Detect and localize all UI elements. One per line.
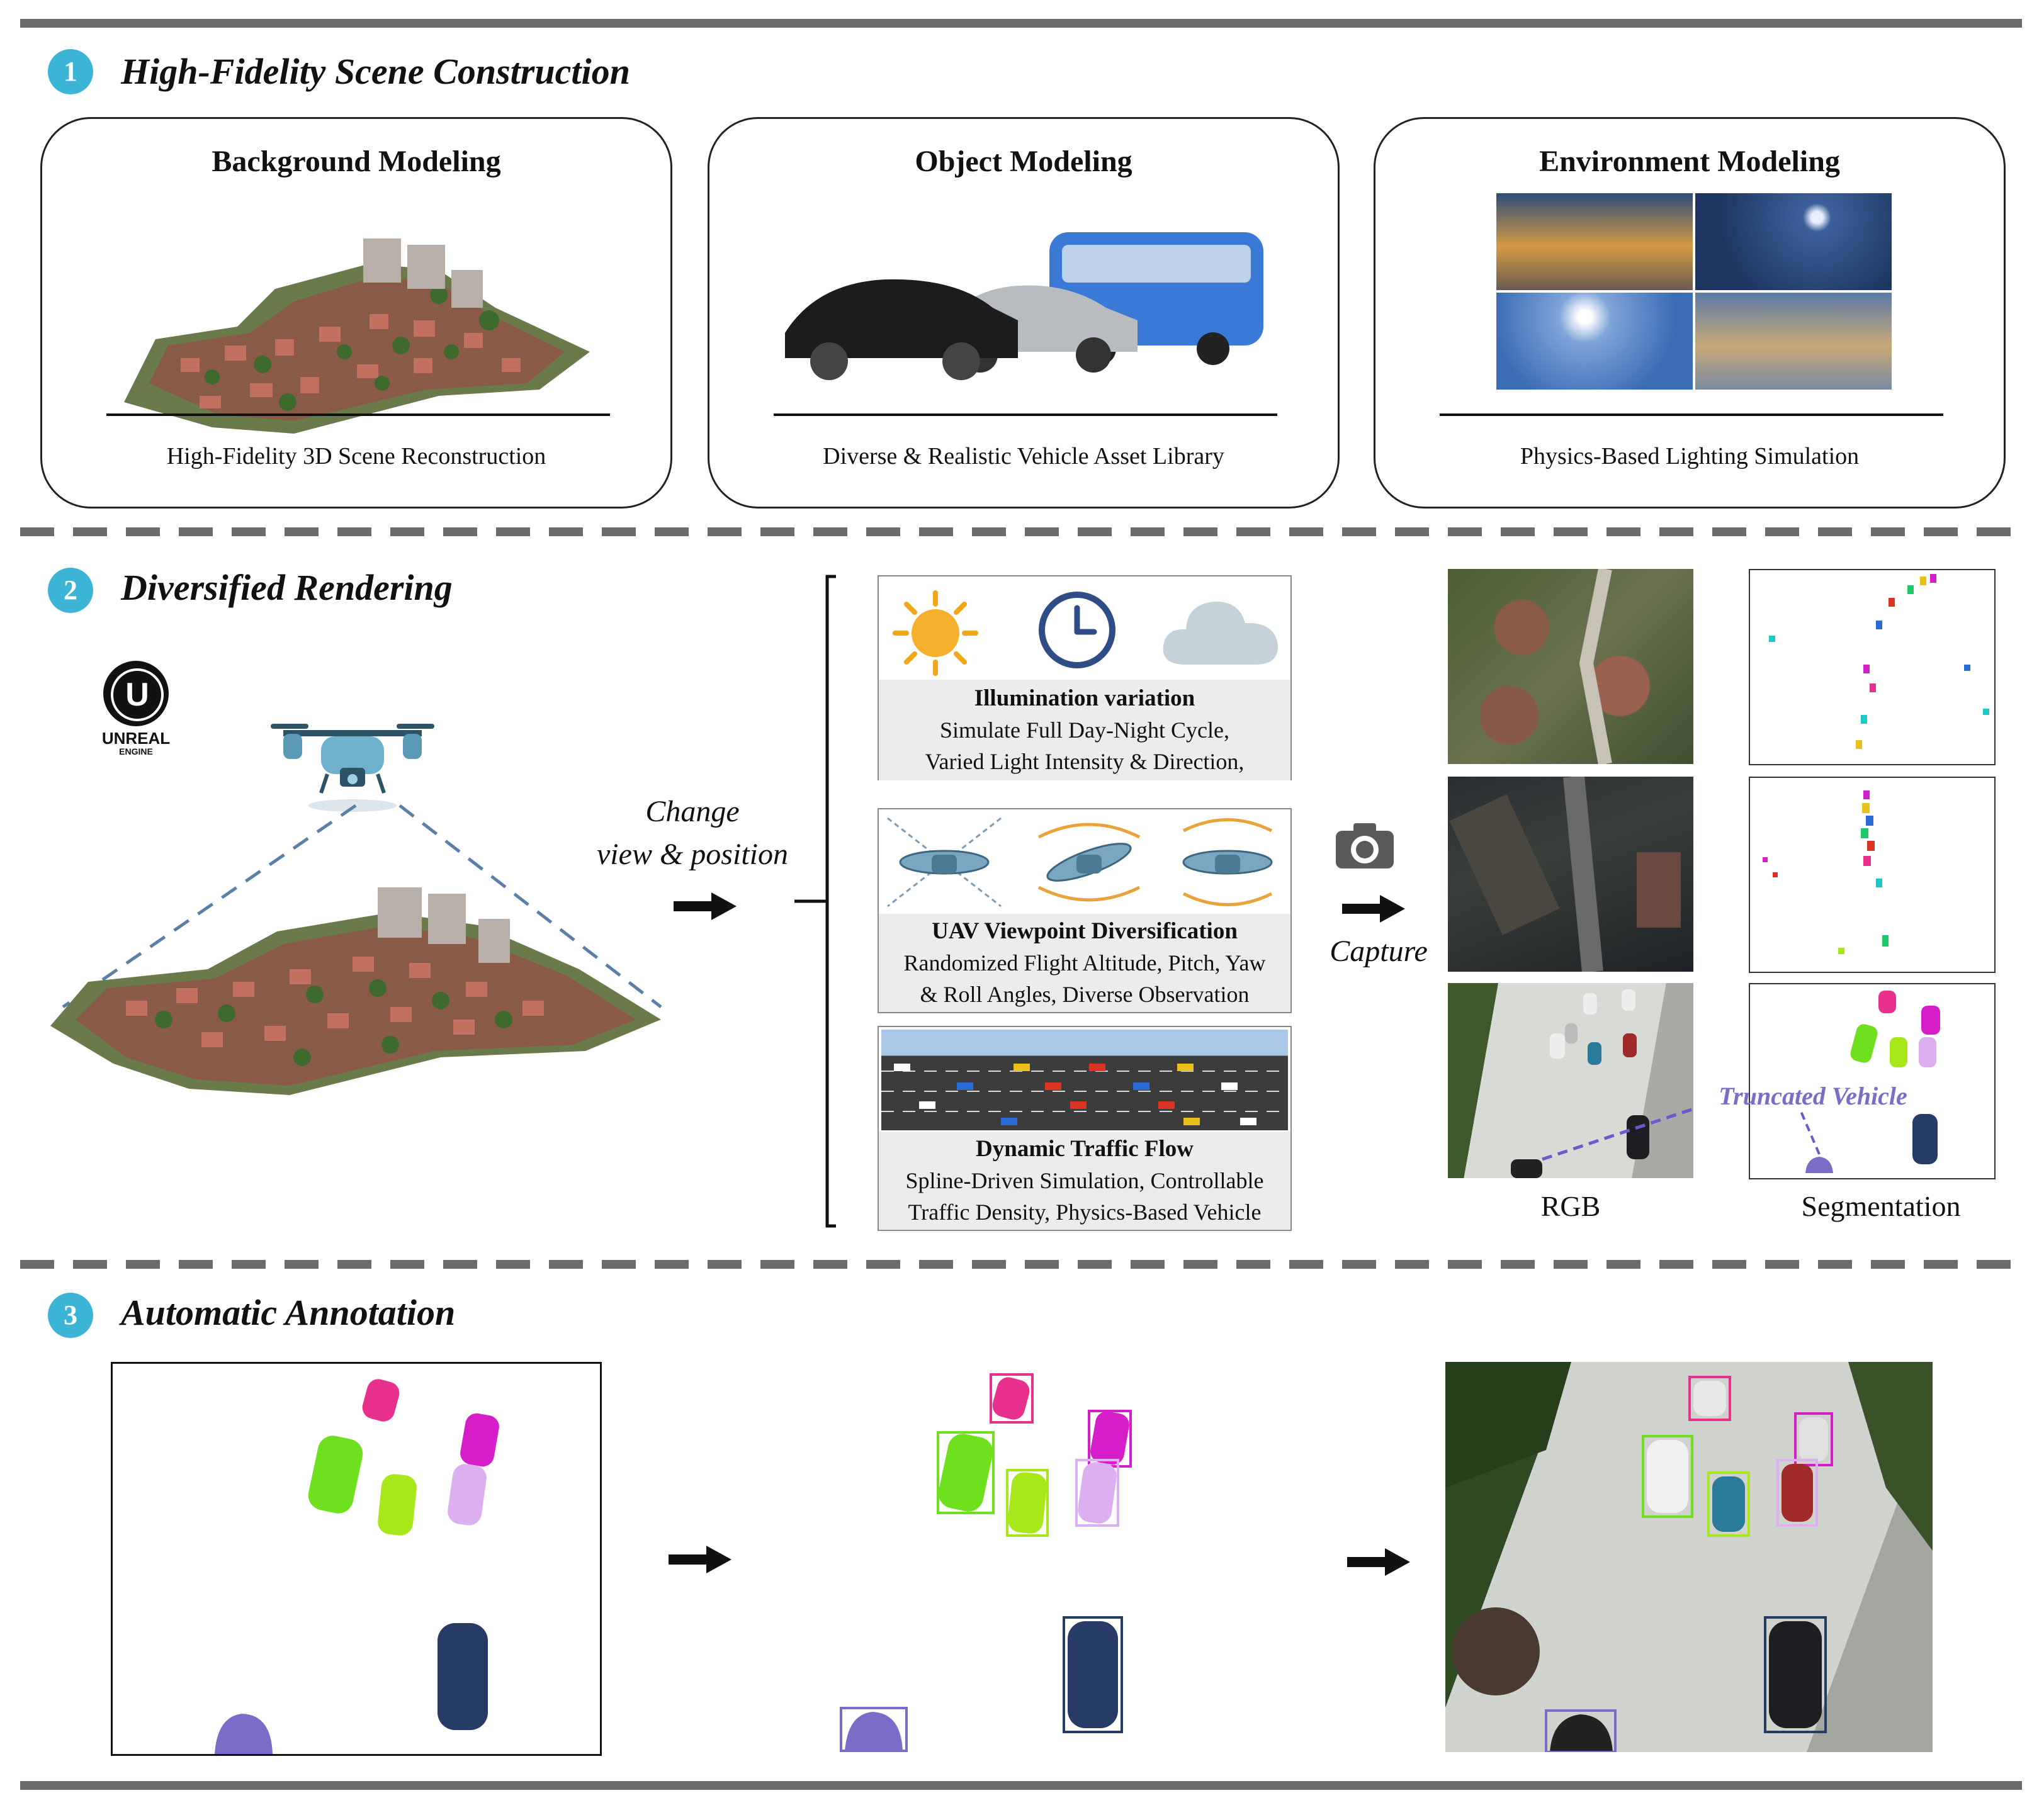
top-rule bbox=[20, 19, 2022, 28]
sky-lighting-grid bbox=[1496, 193, 1892, 390]
panel-line: Randomized Flight Altitude, Pitch, Yaw bbox=[903, 950, 1266, 975]
sun-icon bbox=[891, 589, 980, 677]
drone-icon bbox=[271, 705, 434, 818]
options-bracket bbox=[793, 574, 856, 1228]
uav-viewpoint-panel: UAV Viewpoint Diversification Randomized… bbox=[878, 808, 1292, 1013]
section-number-badge: 2 bbox=[48, 568, 93, 613]
segmentation-column-label: Segmentation bbox=[1801, 1190, 1961, 1222]
capture-label: Capture bbox=[1330, 935, 1428, 968]
panel-line: & Roll Angles, Diverse Observation bbox=[920, 982, 1250, 1007]
background-modeling-card: Background Modeling High-Fidelity 3D Sce… bbox=[40, 117, 672, 509]
engine-logo-subtext: ENGINE bbox=[119, 746, 153, 756]
bottom-rule bbox=[20, 1781, 2022, 1790]
card-title: Environment Modeling bbox=[1539, 145, 1840, 178]
card-title: Object Modeling bbox=[915, 145, 1132, 178]
card-subtitle: Physics-Based Lighting Simulation bbox=[1520, 443, 1860, 469]
section-number-badge: 3 bbox=[48, 1293, 93, 1338]
panel-title: Illumination variation bbox=[974, 685, 1195, 711]
card-title: Background Modeling bbox=[212, 145, 501, 178]
truncated-vehicle-annotation: Truncated Vehicle bbox=[1719, 1082, 1907, 1110]
section-title: Diversified Rendering bbox=[121, 567, 453, 608]
unreal-engine-logo: U bbox=[103, 661, 169, 726]
card-subtitle: Diverse & Realistic Vehicle Asset Librar… bbox=[823, 443, 1224, 469]
traffic-flow-panel: Dynamic Traffic Flow Spline-Driven Simul… bbox=[878, 1026, 1292, 1231]
arrow-right-icon bbox=[669, 1546, 731, 1573]
segmentation-frame-dusk bbox=[1749, 777, 1996, 973]
illumination-panel: Illumination variation Simulate Full Day… bbox=[878, 575, 1292, 780]
engine-logo-text: UNREAL bbox=[101, 729, 171, 748]
section-divider-2 bbox=[20, 1260, 2022, 1269]
vehicle-assets-image bbox=[779, 220, 1282, 390]
card-subtitle: High-Fidelity 3D Scene Reconstruction bbox=[166, 443, 546, 469]
traffic-lanes-image bbox=[881, 1030, 1288, 1130]
environment-modeling-card: Environment Modeling Physics-Based Light… bbox=[1374, 117, 2006, 509]
change-label: Change bbox=[645, 795, 740, 828]
segmentation-frame-road bbox=[1749, 983, 1996, 1179]
section-number-badge: 1 bbox=[48, 49, 93, 94]
drone-pose-icons bbox=[881, 812, 1288, 913]
camera-icon bbox=[1333, 821, 1396, 871]
arrow-right-icon bbox=[1347, 1548, 1410, 1576]
segmentation-mask-frame bbox=[111, 1362, 602, 1756]
panel-line: Simulate Full Day-Night Cycle, bbox=[940, 717, 1229, 743]
rgb-frame-road bbox=[1448, 983, 1693, 1178]
arrow-right-icon bbox=[674, 892, 737, 920]
panel-title: UAV Viewpoint Diversification bbox=[932, 918, 1238, 944]
section-divider-1 bbox=[20, 527, 2022, 536]
section-title: Automatic Annotation bbox=[121, 1292, 456, 1333]
bounding-box-masks bbox=[743, 1362, 1230, 1752]
rendering-scene bbox=[38, 799, 680, 1127]
section-title: High-Fidelity Scene Construction bbox=[121, 51, 630, 92]
change-label-secondary: view & position bbox=[597, 838, 788, 871]
card-divider bbox=[1440, 413, 1943, 416]
cloud-icon bbox=[1161, 589, 1280, 671]
rgb-frame-day bbox=[1448, 569, 1693, 764]
rgb-frame-dusk bbox=[1448, 777, 1693, 972]
segmentation-frame-day bbox=[1749, 569, 1996, 765]
panel-line: Traffic Density, Physics-Based Vehicle bbox=[908, 1200, 1262, 1225]
panel-line: Varied Light Intensity & Direction, bbox=[925, 749, 1245, 774]
rgb-column-label: RGB bbox=[1540, 1190, 1601, 1222]
arrow-right-icon bbox=[1342, 895, 1405, 923]
card-divider bbox=[774, 413, 1277, 416]
city-model-image bbox=[86, 194, 628, 459]
card-divider bbox=[106, 413, 610, 416]
annotated-rgb-frame bbox=[1445, 1362, 1933, 1752]
object-modeling-card: Object Modeling Diverse & Realistic Vehi… bbox=[708, 117, 1340, 509]
panel-title: Dynamic Traffic Flow bbox=[976, 1136, 1194, 1162]
panel-line: Spline-Driven Simulation, Controllable bbox=[905, 1168, 1264, 1193]
clock-icon bbox=[1036, 589, 1118, 671]
